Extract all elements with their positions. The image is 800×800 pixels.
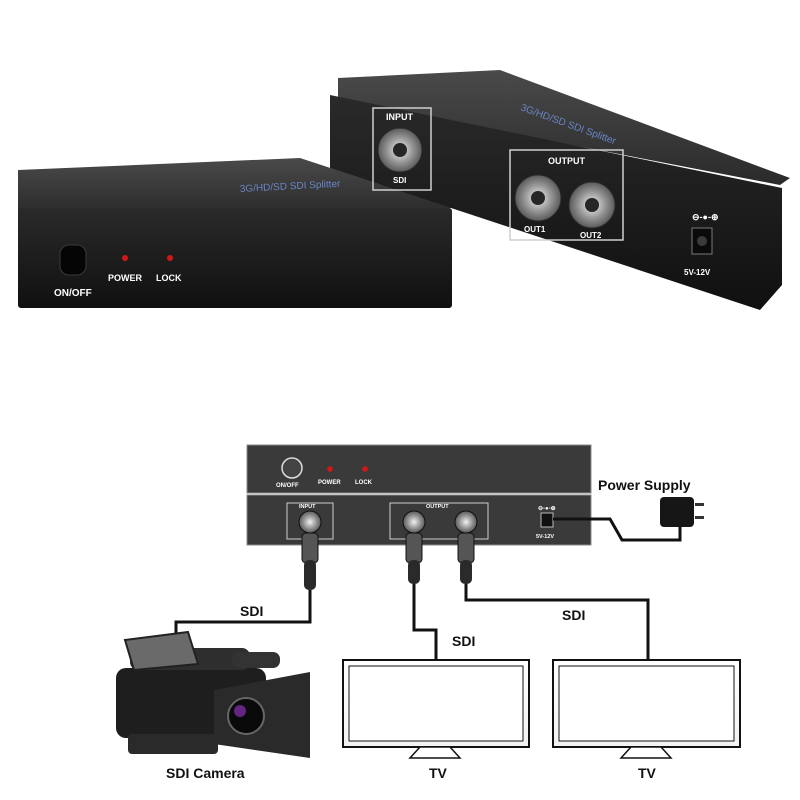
- lock-label: LOCK: [156, 273, 182, 283]
- input-port-label: SDI: [393, 176, 406, 185]
- camera-viewfinder-screen: [123, 630, 200, 672]
- dc-jack-hole: [697, 236, 707, 246]
- out2-cable-boot: [460, 560, 472, 584]
- lock-led: [167, 255, 173, 261]
- camera-mic: [232, 652, 280, 668]
- diagram-output-frame: [389, 502, 489, 540]
- front-unit-top: [18, 158, 452, 214]
- diagram-dc-jack: [540, 512, 554, 528]
- tv2-cable-label: SDI: [562, 607, 585, 623]
- tv-2-icon: [552, 659, 741, 759]
- input-bnc-core: [393, 143, 407, 157]
- tv-1-stand: [408, 746, 462, 759]
- out2-bnc-core: [585, 198, 599, 212]
- out1-cable-plug: [405, 532, 423, 564]
- diagram-input-bnc: [298, 510, 322, 534]
- power-label: POWER: [108, 273, 143, 283]
- power-adapter-prong-2: [695, 516, 704, 519]
- tv-1-label: TV: [429, 765, 448, 781]
- sdi-camera-icon: [116, 630, 310, 758]
- diagram-lock-led: [362, 466, 368, 472]
- camera-lens-glare: [234, 705, 246, 717]
- front-unit-top-label: 3G/HD/SD SDI Splitter: [240, 179, 342, 195]
- bnc-cable-plugs: [301, 532, 475, 590]
- power-adapter-icon: [660, 497, 704, 527]
- back-unit-top: [338, 70, 790, 185]
- back-unit-photo: 3G/HD/SD SDI Splitter INPUT SDI OUTPUT O…: [330, 70, 790, 310]
- power-supply-label: Power Supply: [598, 477, 691, 493]
- sdi-cables: [174, 517, 682, 660]
- tv-1-screen: [348, 665, 524, 742]
- diagram-input-label: INPUT: [299, 504, 316, 510]
- output-port-heading: OUTPUT: [548, 156, 586, 166]
- camera-cable: [174, 590, 312, 642]
- output-port-frame: [509, 149, 624, 241]
- diagram-out2-bnc: [454, 510, 478, 534]
- camera-grip: [128, 734, 218, 754]
- input-port-frame: [372, 107, 432, 191]
- front-unit-photo: 3G/HD/SD SDI Splitter ON/OFF POWER LOCK: [18, 158, 452, 308]
- out1-bnc-core: [531, 191, 545, 205]
- front-unit-face: [18, 208, 452, 308]
- tv-2-stand: [619, 746, 673, 759]
- out1-cable-boot: [408, 560, 420, 584]
- tv2-cable: [464, 584, 650, 660]
- diagram-lock-label: LOCK: [355, 480, 373, 486]
- diagram-power-label: POWER: [318, 480, 341, 486]
- diagram-dc-polarity-icon: ⊖-●-⊕: [538, 506, 556, 512]
- power-supply-cable: [553, 517, 682, 542]
- tv1-cable: [412, 584, 438, 660]
- input-cable-plug: [301, 532, 319, 564]
- diagram-power-led: [327, 466, 333, 472]
- on-off-button[interactable]: [59, 244, 87, 276]
- diagram-on-off-button: [281, 457, 303, 479]
- power-adapter-body: [660, 497, 694, 527]
- tv-2-label: TV: [638, 765, 657, 781]
- dc-polarity-icon: ⊖-●-⊕: [692, 212, 719, 222]
- power-adapter-prong-1: [695, 503, 704, 506]
- on-off-label: ON/OFF: [54, 288, 92, 299]
- dc-power-spec-label: 5V-12V: [684, 268, 711, 277]
- diagram-on-off-label: ON/OFF: [276, 483, 299, 489]
- camera-cable-label: SDI: [240, 603, 263, 619]
- sdi-camera-label: SDI Camera: [166, 765, 245, 781]
- input-cable-boot: [304, 560, 316, 590]
- tv-1-icon: [342, 659, 530, 759]
- diagram-out1-bnc: [402, 510, 426, 534]
- diagram-front-panel-face: [246, 444, 592, 494]
- power-led: [122, 255, 128, 261]
- tv-2-screen: [558, 665, 735, 742]
- diagram-power-spec-label: 5V-12V: [536, 534, 554, 540]
- diagram-output-label: OUTPUT: [426, 504, 449, 510]
- diagram-front-panel: ON/OFF POWER LOCK: [246, 444, 592, 494]
- out2-cable-plug: [457, 532, 475, 564]
- tv1-cable-label: SDI: [452, 633, 475, 649]
- input-port-heading: INPUT: [386, 112, 414, 122]
- out2-port-label: OUT2: [580, 231, 602, 240]
- camera-lens: [227, 697, 265, 735]
- out1-port-label: OUT1: [524, 225, 546, 234]
